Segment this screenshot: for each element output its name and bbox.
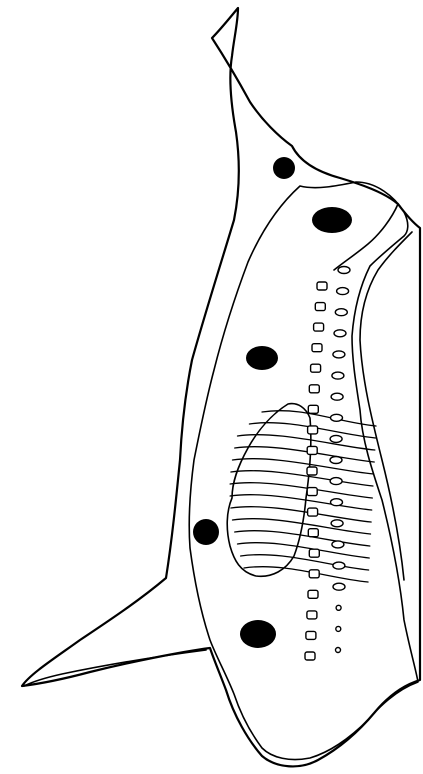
vertebra-square-6	[309, 385, 319, 393]
vertebra-square-10	[307, 467, 317, 475]
vertebra-oval-18	[336, 626, 341, 631]
vertebra-square-15	[309, 570, 319, 578]
vertebra-square-16	[308, 590, 318, 598]
rib-11	[235, 531, 370, 546]
vertebra-square-11	[307, 488, 317, 496]
vertebra-oval-11	[330, 478, 342, 485]
vertebra-oval-15	[333, 562, 345, 569]
vertebra-oval-19	[336, 648, 341, 653]
black-spot-2	[312, 207, 352, 233]
vertebra-oval-5	[333, 351, 345, 358]
black-spot-5	[240, 620, 276, 648]
vertebra-oval-14	[332, 541, 344, 548]
vertebra-square-8	[308, 426, 318, 434]
vertebra-oval-8	[331, 414, 343, 421]
vertebra-oval-13	[331, 520, 343, 527]
vertebra-square-18	[306, 631, 316, 639]
vertebra-oval-12	[331, 499, 343, 506]
vertebra-square-14	[309, 549, 319, 557]
vertebra-oval-16	[333, 583, 345, 590]
vertebra-oval-9	[330, 435, 342, 442]
vertebra-square-1	[317, 282, 327, 290]
black-spot-4	[193, 519, 219, 545]
vertebra-oval-3	[335, 309, 347, 316]
inner-outline	[189, 182, 418, 760]
rib-1	[262, 411, 376, 426]
rib-cage-outline	[227, 404, 311, 577]
vertebra-square-7	[308, 405, 318, 413]
vertebra-square-13	[308, 529, 318, 537]
vertebra-square-9	[307, 446, 317, 454]
vertebra-square-4	[312, 344, 322, 352]
spine-vertebrae	[305, 267, 350, 661]
rib-5	[233, 459, 374, 474]
rib-8	[230, 495, 372, 510]
outer-outline	[22, 8, 420, 766]
rib-9	[231, 507, 371, 522]
vertebra-oval-2	[337, 288, 349, 295]
vertebra-oval-10	[330, 457, 342, 464]
vertebra-square-2	[315, 303, 325, 311]
vertebra-square-3	[314, 323, 324, 331]
black-spot-1	[273, 157, 295, 179]
vertebra-oval-7	[331, 393, 343, 400]
rib-4	[235, 447, 375, 462]
rib-lines	[230, 411, 376, 582]
rib-14	[244, 567, 368, 582]
rib-12	[238, 543, 370, 558]
vertebra-square-5	[311, 364, 321, 372]
vertebra-square-19	[305, 652, 315, 660]
vertebra-oval-4	[334, 330, 346, 337]
rib-6	[231, 471, 373, 486]
vertebra-oval-1	[338, 267, 350, 274]
vertebra-oval-17	[336, 605, 341, 610]
vertebra-oval-6	[332, 372, 344, 379]
black-spot-3	[246, 346, 278, 370]
vertebra-square-17	[307, 611, 317, 619]
rib-13	[241, 555, 369, 570]
rib-7	[230, 483, 372, 498]
vertebra-square-12	[308, 508, 318, 516]
rib-3	[238, 435, 375, 450]
dorsal-line	[360, 232, 412, 580]
